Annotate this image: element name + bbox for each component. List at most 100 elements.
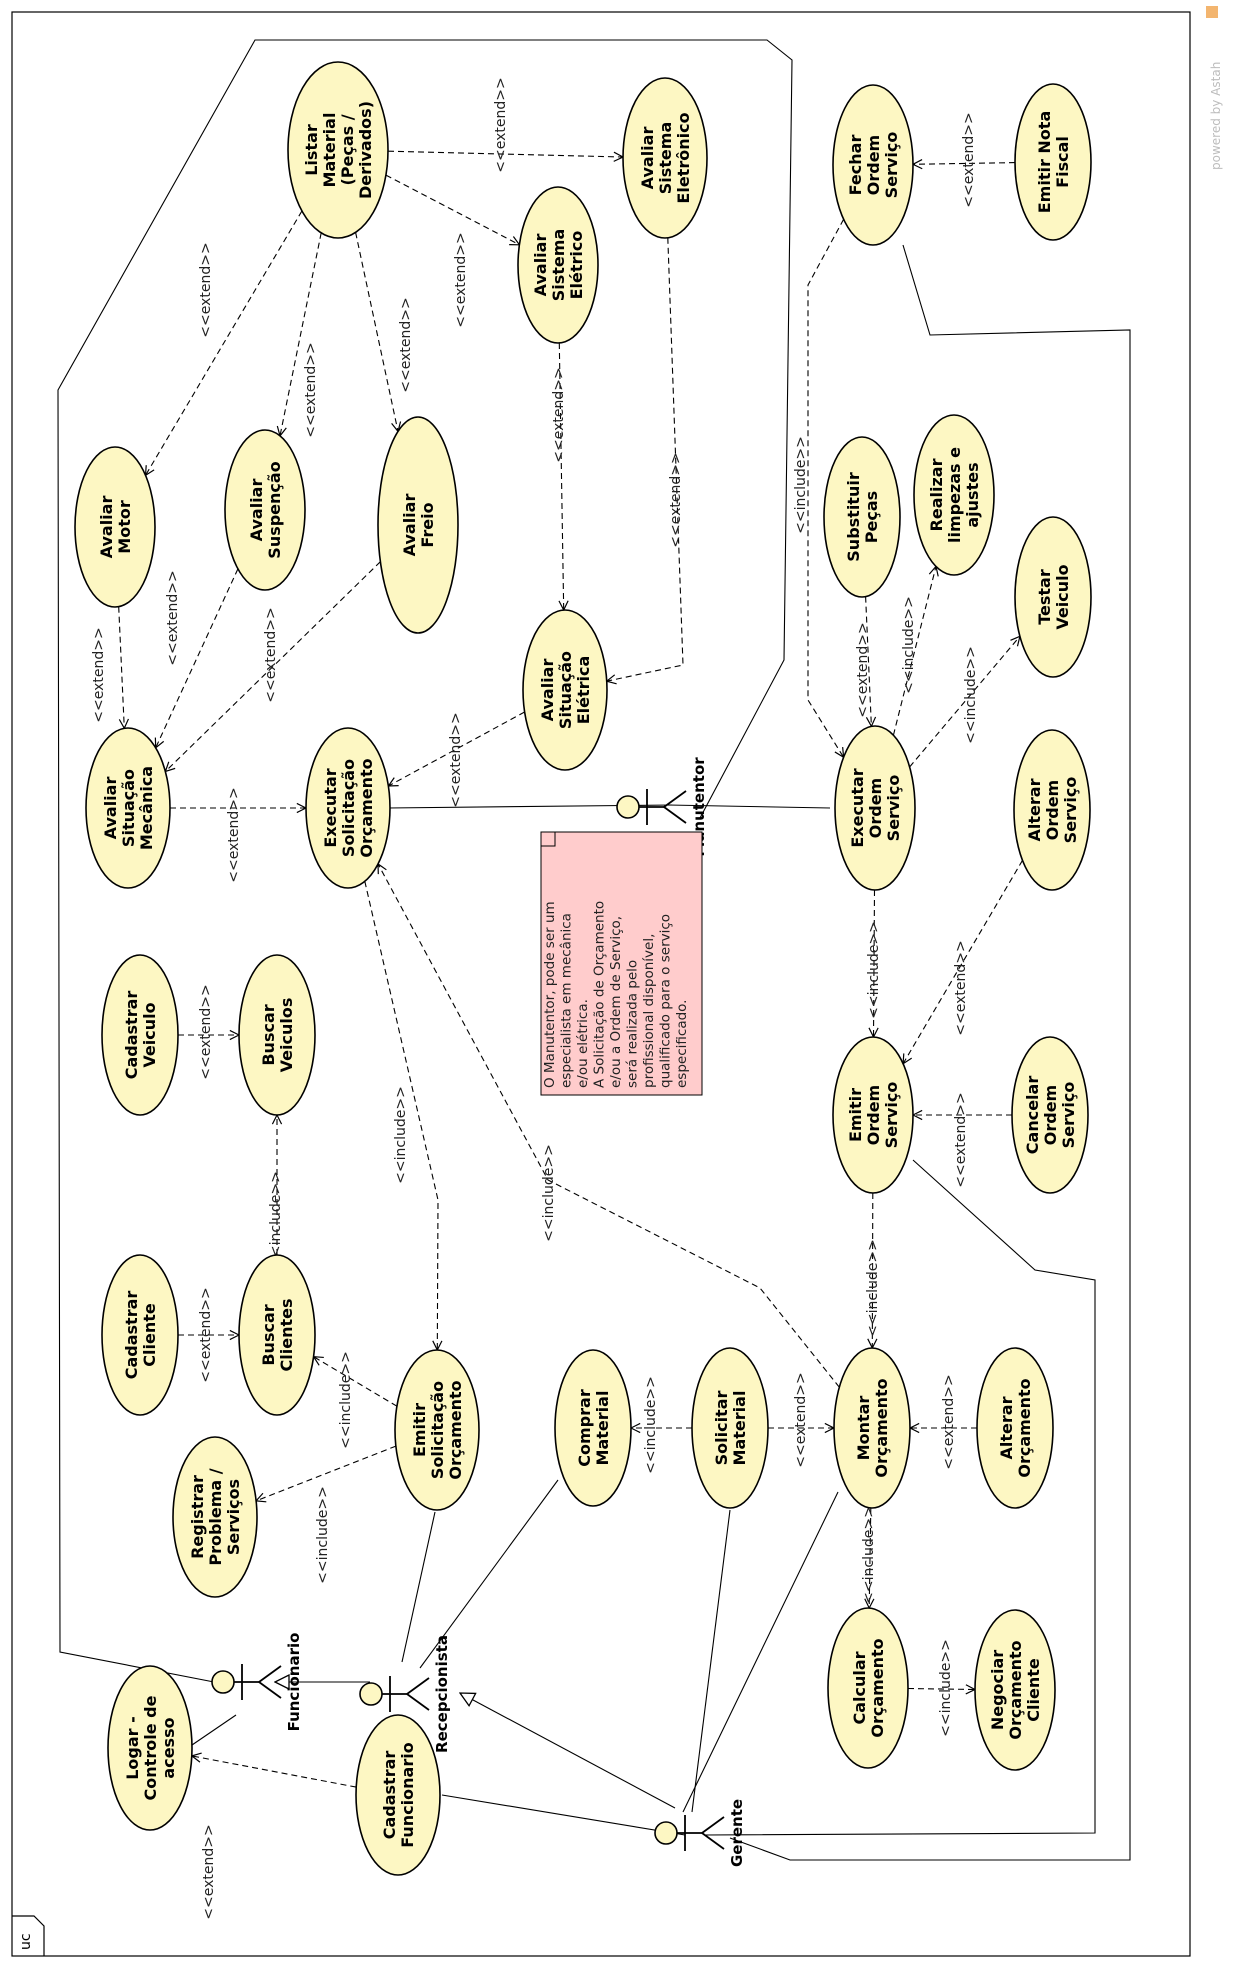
- include-relationship: [869, 1507, 871, 1608]
- association-line: [667, 804, 831, 809]
- include-relationship: [807, 219, 844, 757]
- use-case-label: Cadastrar: [122, 1291, 141, 1380]
- use-case-label: Avaliar: [97, 496, 116, 559]
- use-case-label: Veiculos: [277, 998, 296, 1073]
- use-case-label: Avaliar: [101, 777, 120, 840]
- use-case-ellipse: [377, 416, 459, 634]
- use-case-ellipse: [1011, 1036, 1089, 1194]
- use-case-label: Alterar: [997, 1396, 1016, 1459]
- actor-gerente[interactable]: Gerente: [654, 1799, 746, 1867]
- extend-relationship: [118, 606, 125, 729]
- use-case-label: Serviços: [224, 1479, 243, 1555]
- extend-label: <<extend>>: [961, 112, 977, 207]
- use-case-ellipse: [287, 61, 389, 239]
- use-case-label: Serviço: [884, 775, 903, 842]
- include-relationship: [314, 1357, 398, 1407]
- use-case-label: Orçamento: [357, 758, 376, 857]
- use-case-label: Buscar: [259, 1004, 278, 1065]
- include-relationship: [256, 1445, 397, 1501]
- use-case-ellipse: [107, 1665, 193, 1831]
- use-case-ellipse: [913, 414, 995, 576]
- use-case-label: Situação: [556, 651, 575, 729]
- use-case-label: Buscar: [259, 1304, 278, 1365]
- use-case-label: Calcular: [850, 1651, 869, 1724]
- include-relationship: [874, 889, 875, 1037]
- use-case-ellipse: [622, 77, 708, 239]
- use-case-ellipse: [172, 1436, 258, 1598]
- use-case-label: Cadastrar: [380, 1751, 399, 1840]
- extend-relationship: [192, 1756, 357, 1788]
- include-label: <<include>>: [315, 1486, 331, 1584]
- association-line: [419, 1479, 559, 1669]
- use-case-label: Material: [730, 1391, 749, 1466]
- extend-label: <<extend>>: [226, 787, 242, 882]
- use-case-label: Cliente: [140, 1303, 159, 1367]
- use-case-ellipse: [238, 954, 316, 1116]
- use-case-label: Sistema: [549, 229, 568, 302]
- use-case-ellipse: [74, 446, 156, 608]
- frame-label: uc: [18, 1933, 34, 1950]
- use-case-ellipse: [976, 1347, 1054, 1509]
- use-case-label: Emitir: [410, 1403, 429, 1457]
- extend-relationship: [607, 237, 684, 681]
- association-line: [729, 244, 1131, 1861]
- use-case-label: Material: [320, 113, 339, 188]
- use-case-ellipse: [974, 1609, 1056, 1771]
- actor-funcionario[interactable]: Funcionario: [211, 1633, 303, 1732]
- use-case-ellipse: [238, 1254, 316, 1416]
- extend-label: <<extend>>: [198, 242, 214, 337]
- use-case-label: ajustes: [963, 462, 982, 527]
- include-label: <<include>>: [963, 646, 979, 744]
- use-case-label: Funcionario: [398, 1742, 417, 1847]
- use-case-label: Avaliar: [400, 494, 419, 557]
- extend-relationship: [865, 596, 872, 727]
- actor-name: Gerente: [728, 1799, 746, 1867]
- association-line: [441, 1794, 686, 1836]
- extend-label: <<extend>>: [941, 1374, 957, 1469]
- use-case-label: Testar: [1035, 569, 1054, 625]
- use-case-label: Realizar: [927, 458, 946, 531]
- use-case-label: (Peças /: [338, 114, 357, 185]
- use-case-label: Listar: [302, 124, 321, 176]
- actor-recepcionista[interactable]: Recepcionista: [359, 1635, 451, 1753]
- use-case-ellipse: [101, 1254, 179, 1416]
- use-case-label: Avaliar: [638, 127, 657, 190]
- use-case-label: Solicitação: [339, 759, 358, 857]
- use-case-ellipse: [1013, 729, 1091, 891]
- extend-label: <<extend>>: [398, 297, 414, 392]
- generalization-arrow: [460, 1693, 676, 1809]
